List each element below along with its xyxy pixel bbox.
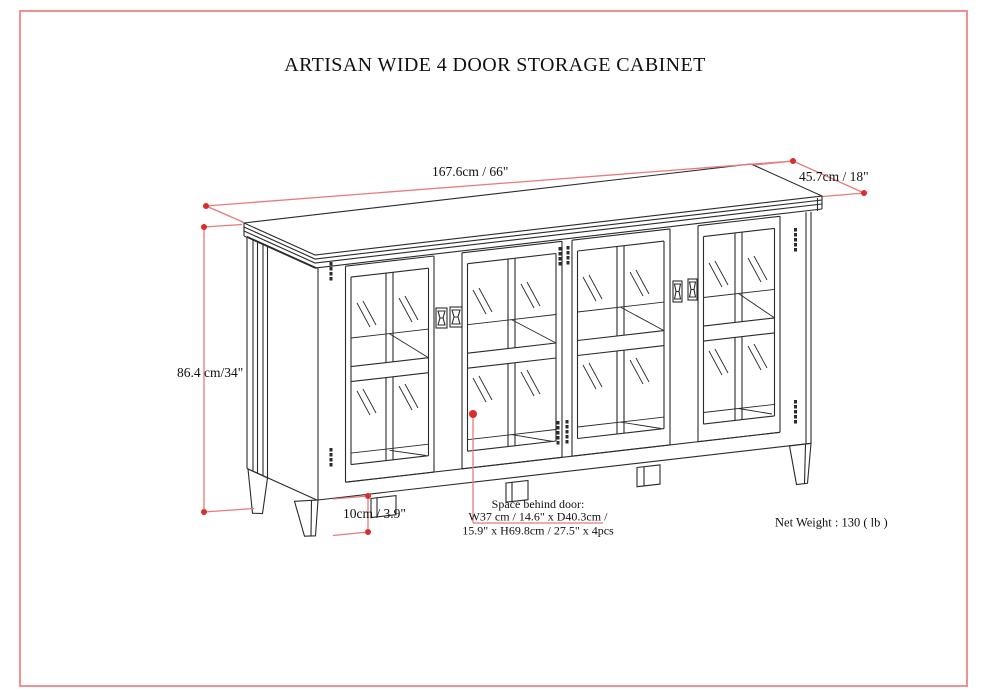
- space-behind-door-leader: [472, 414, 603, 524]
- space-behind-door-line2: 15.9" x H69.8cm / 27.5" x 4pcs: [462, 524, 614, 538]
- handle-door-2: [449, 306, 463, 328]
- door-1: [345, 255, 435, 483]
- depth-dimension-label: 45.7cm / 18": [799, 169, 869, 184]
- dimension-dots: [201, 158, 867, 535]
- height-dimension-label: 86.4 cm/34": [177, 365, 243, 380]
- handle-door-1: [435, 307, 448, 329]
- leg-height-dimension: [332, 495, 369, 537]
- height-dimension: [203, 223, 255, 513]
- width-dimension-label: 167.6cm / 66": [432, 164, 508, 179]
- page-title: ARTISAN WIDE 4 DOOR STORAGE CABINET: [284, 54, 706, 76]
- interior-shelf-lines: [350, 288, 775, 456]
- door-handles: [435, 278, 698, 329]
- glass-reflection-marks: [356, 255, 768, 416]
- door-hinges: [329, 228, 797, 467]
- dimension-lines: [203, 160, 865, 537]
- space-behind-door-line1: W37 cm / 14.6" x D40.3cm /: [469, 510, 609, 524]
- depth-dimension: [792, 160, 865, 198]
- leg-height-dimension-label: 10cm / 3.9": [343, 506, 406, 521]
- door-4: [697, 215, 781, 443]
- door-3: [571, 228, 671, 457]
- handle-door-4: [687, 278, 698, 301]
- cabinet-front-frame: [317, 211, 812, 501]
- space-behind-door-heading: Space behind door:: [492, 497, 585, 511]
- net-weight-label: Net Weight : 130 ( lb ): [775, 516, 888, 530]
- width-dimension: [205, 160, 794, 223]
- cabinet-linework: [241, 163, 825, 537]
- space-behind-door-dot: [469, 410, 477, 418]
- cabinet-left-side: [246, 235, 319, 502]
- cabinet-legs: [247, 442, 812, 537]
- handle-door-3: [672, 280, 683, 303]
- door-2: [461, 240, 563, 470]
